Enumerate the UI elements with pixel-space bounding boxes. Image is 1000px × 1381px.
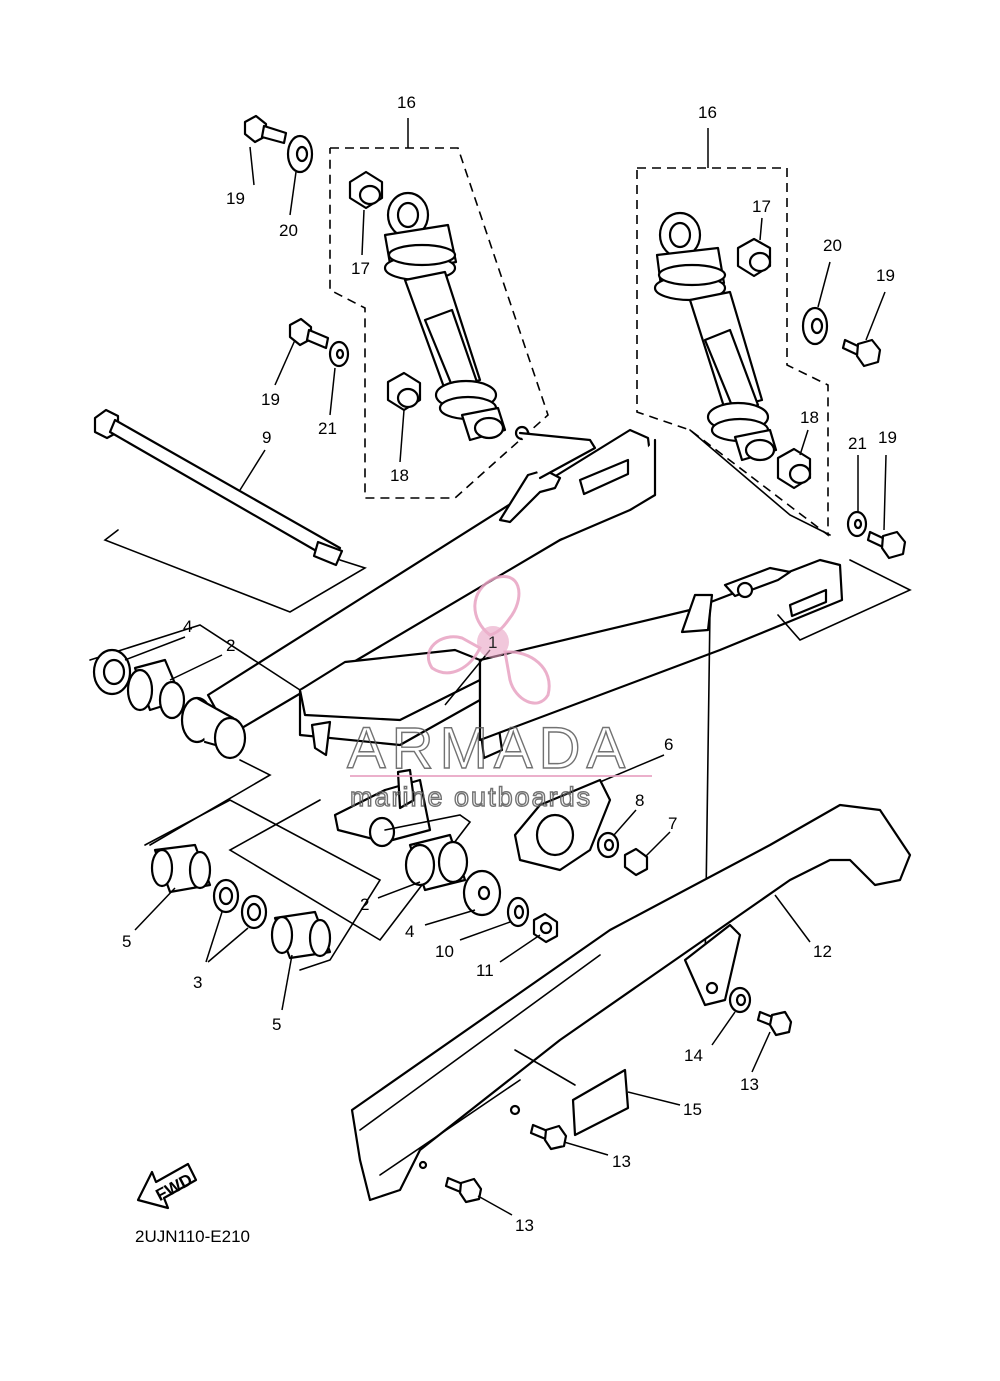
callout-8: 8 (635, 791, 644, 810)
washer-21-right (846, 510, 868, 538)
callout-13-b: 13 (612, 1152, 631, 1171)
callout-2-b: 2 (360, 895, 369, 914)
callout-21-b: 21 (848, 434, 867, 453)
callout-11: 11 (476, 961, 494, 980)
oil-seal-4-center (462, 869, 502, 917)
chain-puller-6 (513, 778, 612, 872)
callout-14: 14 (684, 1046, 703, 1065)
callout-17-b: 17 (752, 197, 771, 216)
bushing-2-center (404, 833, 469, 892)
right-shock-group (636, 167, 829, 537)
callout-7: 7 (668, 814, 677, 833)
bushing-guide-lower (144, 799, 382, 971)
callout-13-c: 13 (515, 1216, 534, 1235)
callout-20-a: 20 (279, 221, 298, 240)
bolt-13-bottom (444, 1176, 483, 1204)
bolt-19-right-top (841, 338, 882, 368)
bolt-13-right (756, 1010, 793, 1037)
callout-19-d: 19 (878, 428, 897, 447)
left-shock-absorber (383, 191, 507, 442)
callout-21-a: 21 (318, 419, 337, 438)
callout-18-a: 18 (390, 466, 409, 485)
callout-13-a: 13 (740, 1075, 759, 1094)
right-shock-dashed-outline (636, 167, 829, 537)
callout-6: 6 (664, 735, 673, 754)
fwd-arrow-icon: FWD (136, 1162, 198, 1210)
callout-19-a: 19 (226, 189, 245, 208)
callout-17-a: 17 (351, 259, 370, 278)
swingarm-guide-right (777, 559, 912, 641)
pivot-shaft-9 (93, 408, 344, 567)
bolt-19-top-left (243, 114, 288, 145)
bolt-19-right-bottom (866, 530, 907, 560)
callout-12: 12 (813, 942, 832, 961)
shaft-guide-line (103, 529, 367, 613)
callout-numbers: 16 16 19 20 17 19 21 18 9 17 20 19 18 21… (122, 93, 897, 1235)
shock-guide-right (689, 429, 831, 536)
bolt-19-mid-left (288, 317, 330, 350)
chain-case-12 (350, 803, 912, 1202)
watermark-tagline: marine outboards (350, 782, 592, 812)
watermark-brand: ARMADA (347, 716, 631, 781)
bushing-5-left (150, 843, 212, 894)
callout-15: 15 (683, 1100, 702, 1119)
bushing-5-right (270, 910, 332, 960)
callout-20-b: 20 (823, 236, 842, 255)
collars-3 (212, 878, 268, 930)
callout-16-right: 16 (698, 103, 717, 122)
left-shock-dashed-outline (329, 147, 549, 499)
callout-9: 9 (262, 428, 271, 447)
callout-16-left: 16 (397, 93, 416, 112)
callout-4-a: 4 (183, 617, 192, 636)
washer-14 (728, 986, 752, 1014)
right-shock-absorber (653, 211, 778, 462)
nut-11 (532, 912, 559, 944)
diagram-code: 2UJN110-E210 (135, 1227, 250, 1246)
callout-2-a: 2 (226, 636, 235, 655)
propeller-logo-icon (426, 575, 551, 705)
callout-4-b: 4 (405, 922, 414, 941)
callout-1: 1 (488, 633, 497, 652)
washer-21-left (328, 340, 350, 368)
callout-10: 10 (435, 942, 454, 961)
callout-5-a: 5 (122, 932, 131, 951)
washer-10 (506, 896, 530, 928)
bushing-2-top (126, 658, 186, 720)
armada-watermark: 1 ARMADA marine outboards (346, 575, 652, 813)
left-shock-group (329, 147, 549, 499)
callout-19-b: 19 (261, 390, 280, 409)
label-15 (514, 1049, 630, 1137)
callout-19-c: 19 (876, 266, 895, 285)
callout-1-marker (477, 626, 509, 658)
callout-18-b: 18 (800, 408, 819, 427)
leader-lines (124, 118, 887, 1216)
washer-20-top-left (286, 134, 314, 174)
bolt-13-middle (529, 1123, 568, 1151)
oil-seal-4-top (92, 648, 132, 696)
swingarm-guide-tube (89, 624, 301, 691)
callout-3: 3 (193, 973, 202, 992)
collar-8 (596, 831, 620, 859)
swingarm-1 (180, 425, 844, 848)
bolt-7 (623, 847, 649, 877)
callout-5-b: 5 (272, 1015, 281, 1034)
washer-20-right (801, 306, 829, 346)
